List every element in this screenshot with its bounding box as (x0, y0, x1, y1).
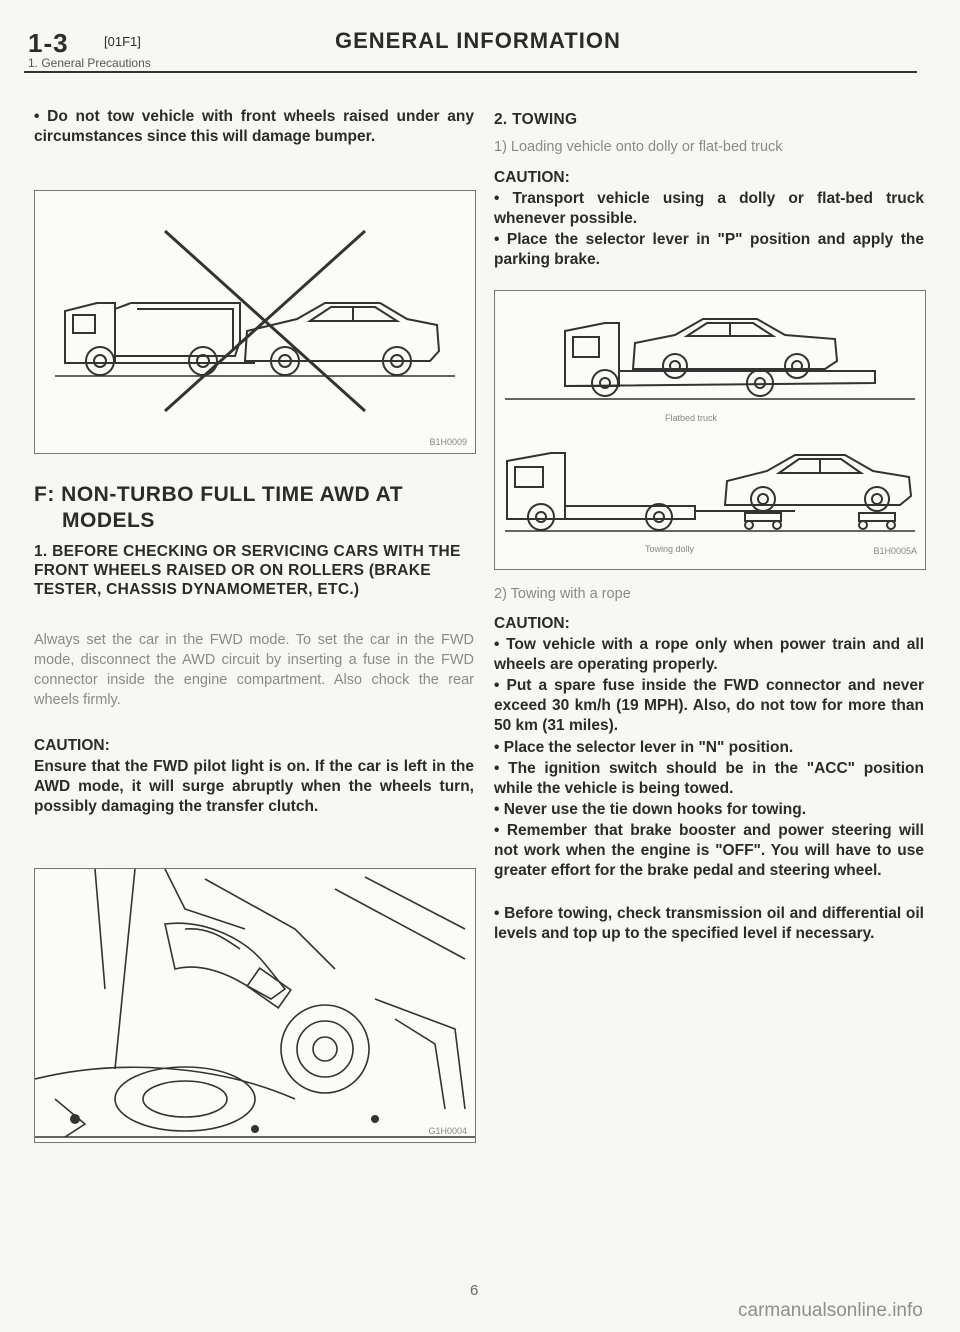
watermark: carmanualsonline.info (738, 1300, 923, 1321)
caution-item: • Put a spare fuse inside the FWD connec… (494, 677, 924, 734)
page-number: 6 (470, 1282, 479, 1299)
section-number: 1-3 (28, 28, 69, 58)
caution-item: • The ignition switch should be in the "… (494, 760, 924, 797)
caution-label: CAUTION: (494, 615, 570, 632)
caution-item: • Transport vehicle using a dolly or fla… (494, 190, 924, 227)
flatbed-truck-label: Flatbed truck (665, 413, 718, 423)
figure-code: B1H0009 (429, 437, 467, 447)
procedure-text: Always set the car in the FWD mode. To s… (34, 632, 474, 708)
tow-warning-bullet: • Do not tow vehicle with front wheels r… (34, 108, 474, 145)
figure-front-raised-tow: B1H0009 (34, 190, 476, 454)
caution-item: • Tow vehicle with a rope only when powe… (494, 636, 924, 673)
caution-item: • Remember that brake booster and power … (494, 822, 924, 879)
tow-prohibited-illustration (55, 229, 455, 413)
caution-item: • Before towing, check transmission oil … (494, 905, 924, 942)
fwd-fuse-illustration (35, 869, 475, 1138)
section-heading-line2: MODELS (62, 509, 155, 532)
section-code: [01F1] (104, 34, 141, 49)
flatbed-dolly-illustration (505, 318, 915, 532)
figure-flatbed-dolly: Flatbed truck Towing dolly B1H0005A (494, 290, 926, 570)
subsection-heading: 1. BEFORE CHECKING OR SERVICING CARS WIT… (34, 543, 461, 598)
caution-label: CAUTION: (494, 169, 570, 186)
caution-item: • Never use the tie down hooks for towin… (494, 801, 807, 818)
caution-text: Ensure that the FWD pilot light is on. I… (34, 758, 474, 815)
figure-code: B1H0005A (873, 546, 917, 556)
caution-item: • Place the selector lever in "N" positi… (494, 739, 794, 756)
header-divider (24, 71, 917, 73)
towing-step-2: 2) Towing with a rope (494, 586, 631, 602)
towing-heading: 2. TOWING (494, 111, 578, 128)
towing-dolly-label: Towing dolly (645, 544, 695, 554)
page-subtitle: 1. General Precautions (28, 56, 151, 70)
caution-item: • Place the selector lever in "P" positi… (494, 231, 924, 268)
figure-fwd-fuse: G1H0004 (34, 868, 476, 1143)
section-heading-line1: F: NON-TURBO FULL TIME AWD AT (34, 483, 404, 506)
page-title: GENERAL INFORMATION (335, 28, 621, 53)
figure-code: G1H0004 (428, 1126, 467, 1136)
caution-label: CAUTION: (34, 737, 110, 754)
towing-step-1: 1) Loading vehicle onto dolly or flat-be… (494, 139, 783, 155)
